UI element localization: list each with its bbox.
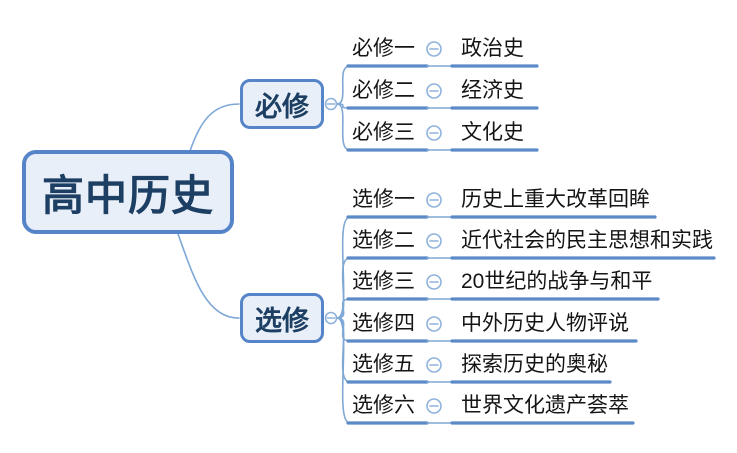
subtopic-label[interactable]: 必修二	[352, 79, 415, 102]
minus-circle-icon[interactable]	[426, 357, 442, 373]
minus-circle-icon[interactable]	[426, 83, 442, 99]
minus-circle-icon[interactable]	[426, 398, 442, 414]
subtopic-label[interactable]: 选修二	[352, 229, 415, 252]
subtopic-label[interactable]: 选修四	[352, 312, 415, 335]
subtopic-label[interactable]: 必修一	[352, 37, 415, 60]
leaf-topic[interactable]: 文化史	[461, 121, 524, 144]
subtopic-label[interactable]: 选修一	[352, 188, 415, 211]
leaf-topic[interactable]: 世界文化遗产荟萃	[461, 394, 629, 417]
subtopic-label[interactable]: 必修三	[352, 121, 415, 144]
wire-root-to-bixiu	[189, 103, 240, 152]
minus-circle-icon[interactable]	[426, 316, 442, 332]
minus-circle-icon[interactable]	[426, 125, 442, 141]
subtopic-label[interactable]: 选修五	[352, 353, 415, 376]
wire-xuanxiu-row6	[336, 317, 351, 424]
minus-circle-icon[interactable]	[324, 97, 338, 111]
minus-circle-icon[interactable]	[426, 233, 442, 249]
wire-bixiu-row3	[336, 103, 351, 151]
wire-root-to-xuanxiu	[177, 233, 240, 319]
leaf-topic[interactable]: 中外历史人物评说	[461, 312, 629, 335]
wire-bixiu-row1	[336, 65, 351, 105]
subtopic-label[interactable]: 选修三	[352, 270, 415, 293]
leaf-topic[interactable]: 历史上重大改革回眸	[461, 188, 650, 211]
minus-circle-icon[interactable]	[426, 274, 442, 290]
minus-circle-icon[interactable]	[426, 192, 442, 208]
minus-circle-icon[interactable]	[426, 41, 442, 57]
minus-circle-icon[interactable]	[324, 311, 338, 325]
leaf-topic[interactable]: 探索历史的奥秘	[461, 353, 608, 376]
branch-topic-xuanxiu[interactable]: 选修	[240, 293, 324, 343]
wire-xuanxiu-row2	[336, 257, 351, 319]
branch-topic-bixiu[interactable]: 必修	[240, 79, 324, 129]
wire-xuanxiu-row3	[336, 298, 351, 319]
leaf-topic[interactable]: 经济史	[461, 79, 524, 102]
leaf-topic[interactable]: 近代社会的民主思想和实践	[461, 229, 713, 252]
leaf-topic[interactable]: 20世纪的战争与和平	[461, 270, 653, 293]
root-topic[interactable]: 高中历史	[22, 150, 234, 234]
subtopic-label[interactable]: 选修六	[352, 394, 415, 417]
leaf-topic[interactable]: 政治史	[461, 37, 524, 60]
